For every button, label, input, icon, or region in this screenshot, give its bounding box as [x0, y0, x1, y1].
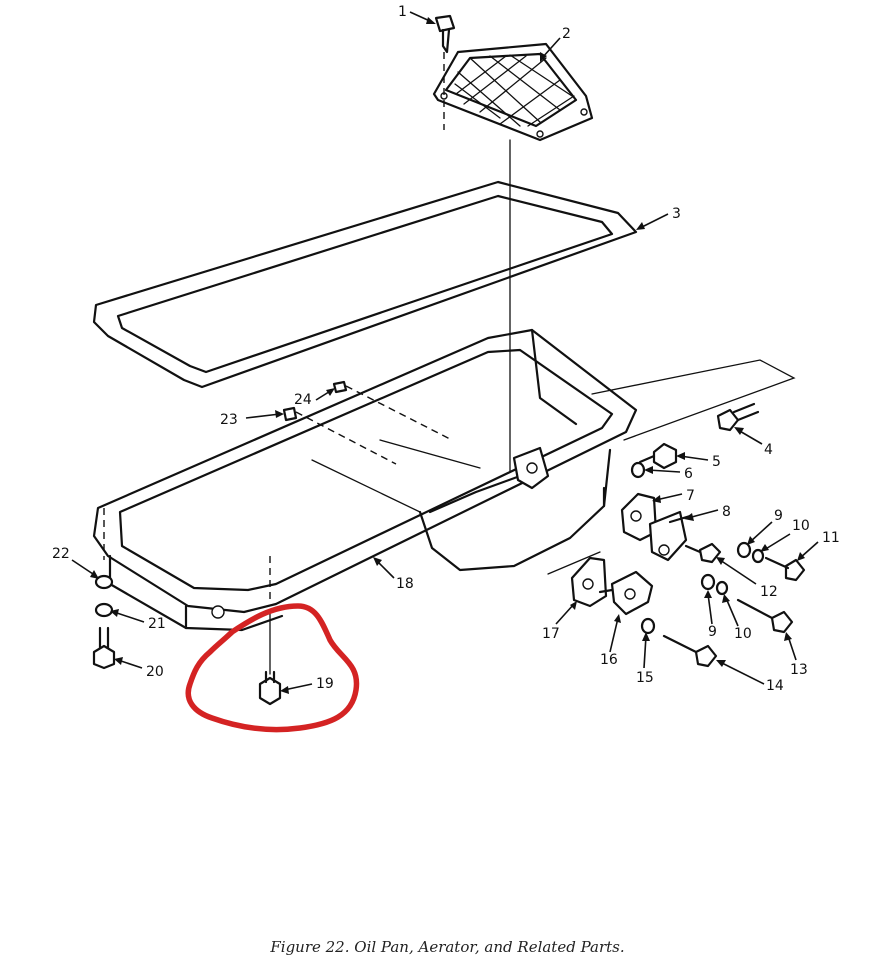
callout-7: 7 [686, 488, 695, 504]
connector-16 [598, 570, 654, 616]
callout-4: 4 [764, 442, 773, 458]
callout-9-upper: 9 [774, 508, 783, 524]
washer-10-upper [751, 548, 765, 564]
callout-12: 12 [760, 584, 778, 600]
callout-8: 8 [722, 504, 731, 520]
alignment-lines [103, 52, 511, 675]
callout-9-lower: 9 [708, 624, 717, 640]
callout-5: 5 [712, 454, 721, 470]
bolt-13 [736, 598, 794, 634]
callout-3: 3 [672, 206, 681, 222]
oil-pan [92, 328, 638, 632]
bolt-20 [92, 626, 116, 670]
callout-17: 17 [542, 626, 560, 642]
callout-6: 6 [684, 466, 693, 482]
callout-19: 19 [316, 676, 334, 692]
mounting-plane [547, 359, 796, 575]
bolt-14 [662, 634, 718, 668]
washer-15 [640, 617, 656, 635]
callout-13: 13 [790, 662, 808, 678]
callout-22: 22 [52, 546, 70, 562]
oil-pan-gasket [92, 180, 638, 389]
callout-21: 21 [148, 616, 166, 632]
callout-14: 14 [766, 678, 784, 694]
bolt-4 [716, 402, 760, 432]
figure-caption: Figure 22. Oil Pan, Aerator, and Related… [270, 938, 625, 956]
nipple-12 [684, 542, 722, 564]
callout-labels: 1 2 3 4 5 6 7 8 9 10 11 12 9 10 13 14 15… [52, 4, 840, 694]
drain-plug-19 [258, 670, 282, 706]
callout-15: 15 [636, 670, 654, 686]
washer-10-lower [715, 580, 729, 596]
washer-9-upper [736, 541, 752, 559]
bolt-11 [764, 556, 806, 582]
lockwasher-21 [94, 602, 114, 618]
callout-18: 18 [396, 576, 414, 592]
callout-2: 2 [562, 26, 571, 42]
callout-1: 1 [398, 4, 407, 20]
callout-20: 20 [146, 664, 164, 680]
callout-16: 16 [600, 652, 618, 668]
plug-23 [282, 406, 298, 422]
callout-11: 11 [822, 530, 840, 546]
plug-24 [332, 380, 348, 394]
aerator-screw [434, 14, 456, 54]
aerator [432, 42, 594, 142]
callout-24: 24 [294, 392, 312, 408]
callout-10-lower: 10 [734, 626, 752, 642]
leader-lines [71, 11, 819, 694]
callout-10-upper: 10 [792, 518, 810, 534]
washer-6 [630, 461, 646, 479]
plug-5 [638, 442, 678, 470]
washer-9-lower [700, 573, 716, 591]
adapter-8 [648, 510, 692, 562]
callout-23: 23 [220, 412, 238, 428]
washer-22 [94, 574, 114, 590]
gasket-17 [570, 556, 608, 608]
red-highlight-circle [185, 603, 360, 733]
